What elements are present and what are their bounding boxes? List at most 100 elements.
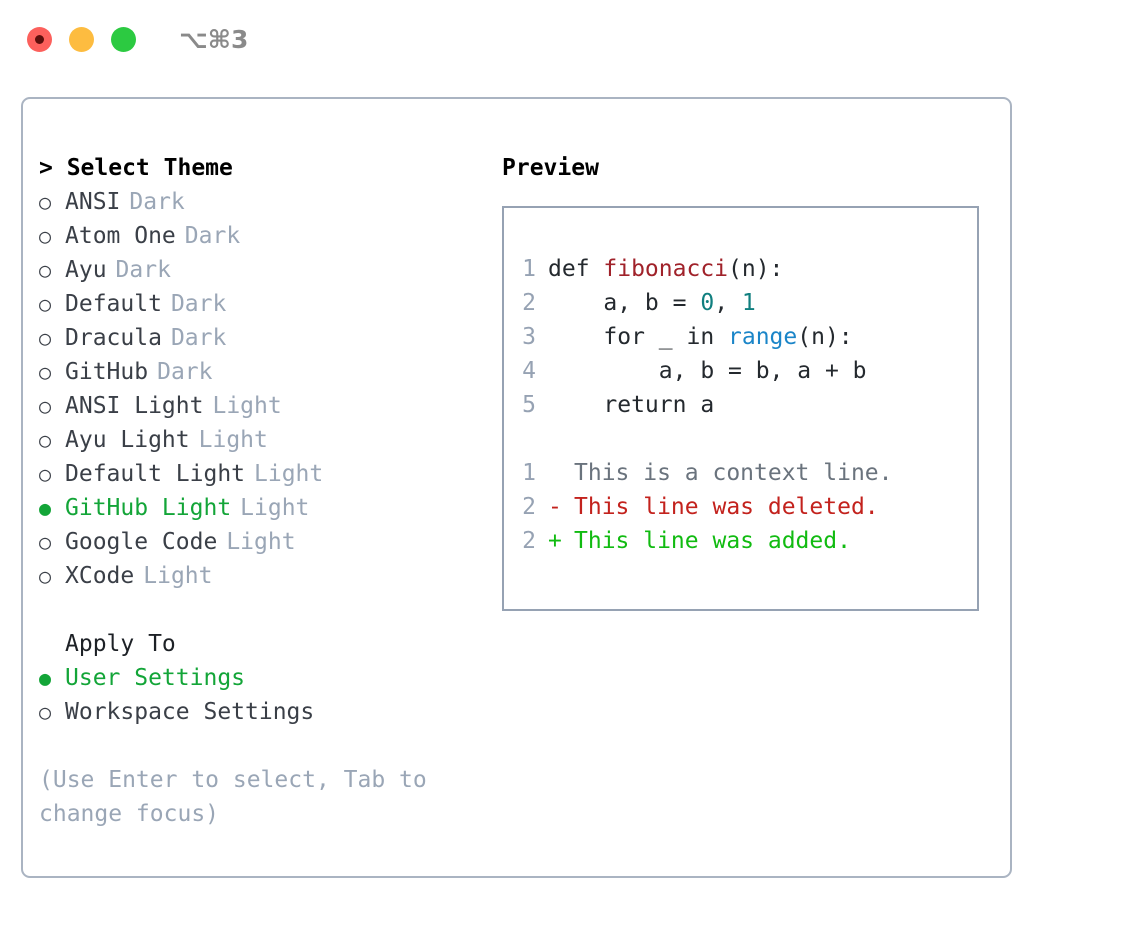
line-number: 1: [522, 460, 536, 486]
theme-option-tag: Light: [212, 393, 282, 419]
theme-option-label: Default: [65, 291, 162, 317]
theme-option-tag: Light: [240, 495, 310, 521]
code-token-plain: (n):: [797, 324, 853, 350]
theme-option-label: Ayu Light: [65, 427, 190, 453]
theme-option-default-light[interactable]: ○ Default Light Light: [39, 457, 469, 491]
theme-option-ansi[interactable]: ○ ANSI Dark: [39, 185, 469, 219]
recording-dot-icon: [35, 34, 44, 44]
code-token-plain: for _ in: [548, 324, 729, 350]
diff-line-context: 1 This is a context line.: [504, 456, 977, 490]
code-token-plain: a, b =: [548, 290, 701, 316]
code-token-num: 1: [741, 290, 756, 316]
radio-unselected-icon: ○: [39, 360, 52, 384]
apply-to-list: ● User Settings ○ Workspace Settings: [39, 661, 469, 729]
apply-to-header: Apply To: [65, 631, 176, 657]
apply-to-option-workspace-settings[interactable]: ○ Workspace Settings: [39, 695, 469, 729]
code-line-content: for _ in range(n):: [548, 320, 853, 354]
radio-unselected-icon: ○: [39, 530, 52, 554]
list-spacer: [39, 593, 469, 627]
line-number: 2: [522, 290, 536, 316]
code-token-num: 0: [700, 290, 715, 316]
theme-option-atom-one[interactable]: ○ Atom One Dark: [39, 219, 469, 253]
maximize-button[interactable]: [111, 26, 136, 52]
theme-option-label: Google Code: [65, 529, 218, 555]
keyboard-hint: (Use Enter to select, Tab to change focu…: [39, 767, 427, 827]
apply-to-option-label: Workspace Settings: [65, 699, 315, 725]
theme-option-tag: Dark: [157, 359, 213, 385]
code-line-content: a, b = 0, 1: [548, 286, 756, 320]
code-line: 1 def fibonacci(n):: [504, 252, 977, 286]
code-token-plain: def: [548, 256, 604, 282]
theme-option-tag: Dark: [184, 223, 241, 249]
theme-option-xcode[interactable]: ○ XCode Light: [39, 559, 469, 593]
code-line: 5 return a: [504, 388, 977, 422]
select-theme-header: > Select Theme: [39, 155, 233, 181]
theme-option-label: GitHub Light: [65, 495, 232, 521]
theme-option-label: Default Light: [65, 461, 246, 487]
theme-option-tag: Dark: [170, 325, 227, 351]
diff-line-text: This is a context line.: [574, 460, 893, 486]
theme-option-ayu-light[interactable]: ○ Ayu Light Light: [39, 423, 469, 457]
radio-unselected-icon: ○: [39, 292, 52, 316]
theme-option-github-light[interactable]: ● GitHub Light Light: [39, 491, 469, 525]
code-line-content: def fibonacci(n):: [548, 252, 783, 286]
theme-option-label: XCode: [65, 563, 135, 589]
apply-to-option-label: User Settings: [65, 665, 246, 691]
apply-to-option-user-settings[interactable]: ● User Settings: [39, 661, 469, 695]
radio-selected-icon: ●: [39, 496, 52, 520]
theme-option-tag: Light: [198, 427, 268, 453]
diff-line-deleted: 2-This line was deleted.: [504, 490, 977, 524]
code-token-plain: ,: [714, 290, 742, 316]
diff-marker: +: [548, 528, 562, 554]
line-number: 5: [522, 392, 536, 418]
radio-selected-icon: ●: [39, 666, 52, 690]
minimize-button[interactable]: [69, 26, 94, 52]
code-token-plain: a, b = b, a + b: [548, 358, 867, 384]
close-button[interactable]: [27, 26, 52, 52]
theme-option-tag: Dark: [115, 257, 171, 283]
code-diff-spacer: [504, 422, 977, 456]
theme-option-tag: Light: [143, 563, 213, 589]
theme-option-tag: Light: [226, 529, 296, 555]
diff-marker: [548, 456, 574, 490]
code-token-plain: return a: [548, 392, 715, 418]
line-number: 1: [522, 256, 536, 282]
line-number: 2: [522, 528, 536, 554]
code-token-plain: (n):: [728, 256, 784, 282]
theme-option-tag: Light: [254, 461, 324, 487]
radio-unselected-icon: ○: [39, 190, 52, 214]
line-number: 4: [522, 358, 536, 384]
diff-line-text: This line was added.: [574, 528, 851, 554]
theme-option-label: Atom One: [65, 223, 176, 249]
code-line-content: return a: [548, 388, 714, 422]
code-line: 2 a, b = 0, 1: [504, 286, 977, 320]
diff-line-added: 2 + This line was added.: [504, 524, 977, 558]
radio-unselected-icon: ○: [39, 224, 52, 248]
radio-unselected-icon: ○: [39, 428, 52, 452]
radio-unselected-icon: ○: [39, 564, 52, 588]
radio-unselected-icon: ○: [39, 462, 52, 486]
title-bar: ⌥⌘3: [0, 0, 1140, 78]
theme-option-google-code[interactable]: ○ Google Code Light: [39, 525, 469, 559]
code-token-func: fibonacci: [603, 256, 729, 282]
line-number: 2: [522, 494, 536, 520]
window-controls: [27, 26, 136, 52]
line-number: 3: [522, 324, 536, 350]
diff-sample: 1 This is a context line.2-This line was…: [504, 456, 977, 558]
theme-option-label: ANSI: [65, 189, 121, 215]
radio-unselected-icon: ○: [39, 700, 52, 724]
theme-option-tag: Dark: [129, 189, 185, 215]
preview-title: Preview: [502, 155, 599, 181]
